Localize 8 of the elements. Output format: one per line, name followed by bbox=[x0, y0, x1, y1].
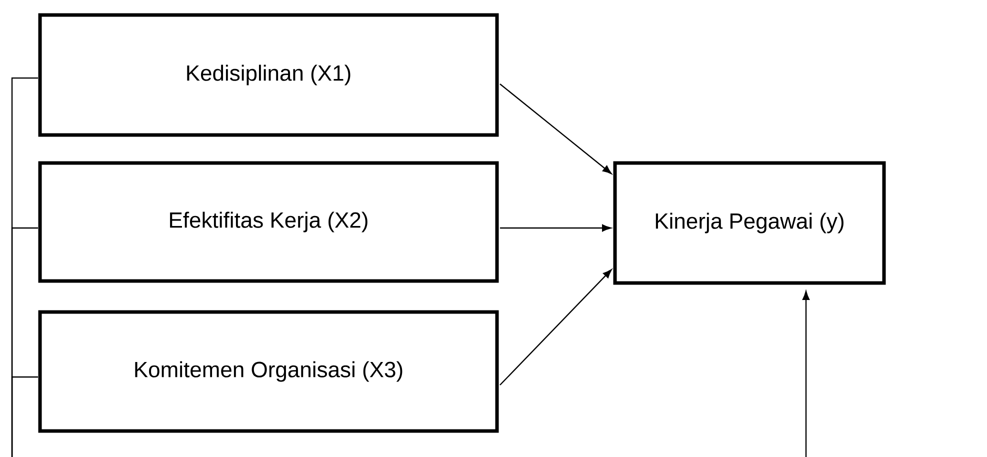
arrow bbox=[500, 269, 612, 386]
variable-box: Komitemen Organisasi (X3) bbox=[38, 310, 499, 433]
variable-box: Efektifitas Kerja (X2) bbox=[38, 161, 499, 283]
arrow bbox=[802, 290, 810, 457]
variable-box: Kinerja Pegawai (y) bbox=[613, 161, 886, 285]
arrow bbox=[500, 84, 612, 174]
arrow bbox=[500, 224, 612, 232]
variable-box: Kedisiplinan (X1) bbox=[38, 13, 499, 137]
